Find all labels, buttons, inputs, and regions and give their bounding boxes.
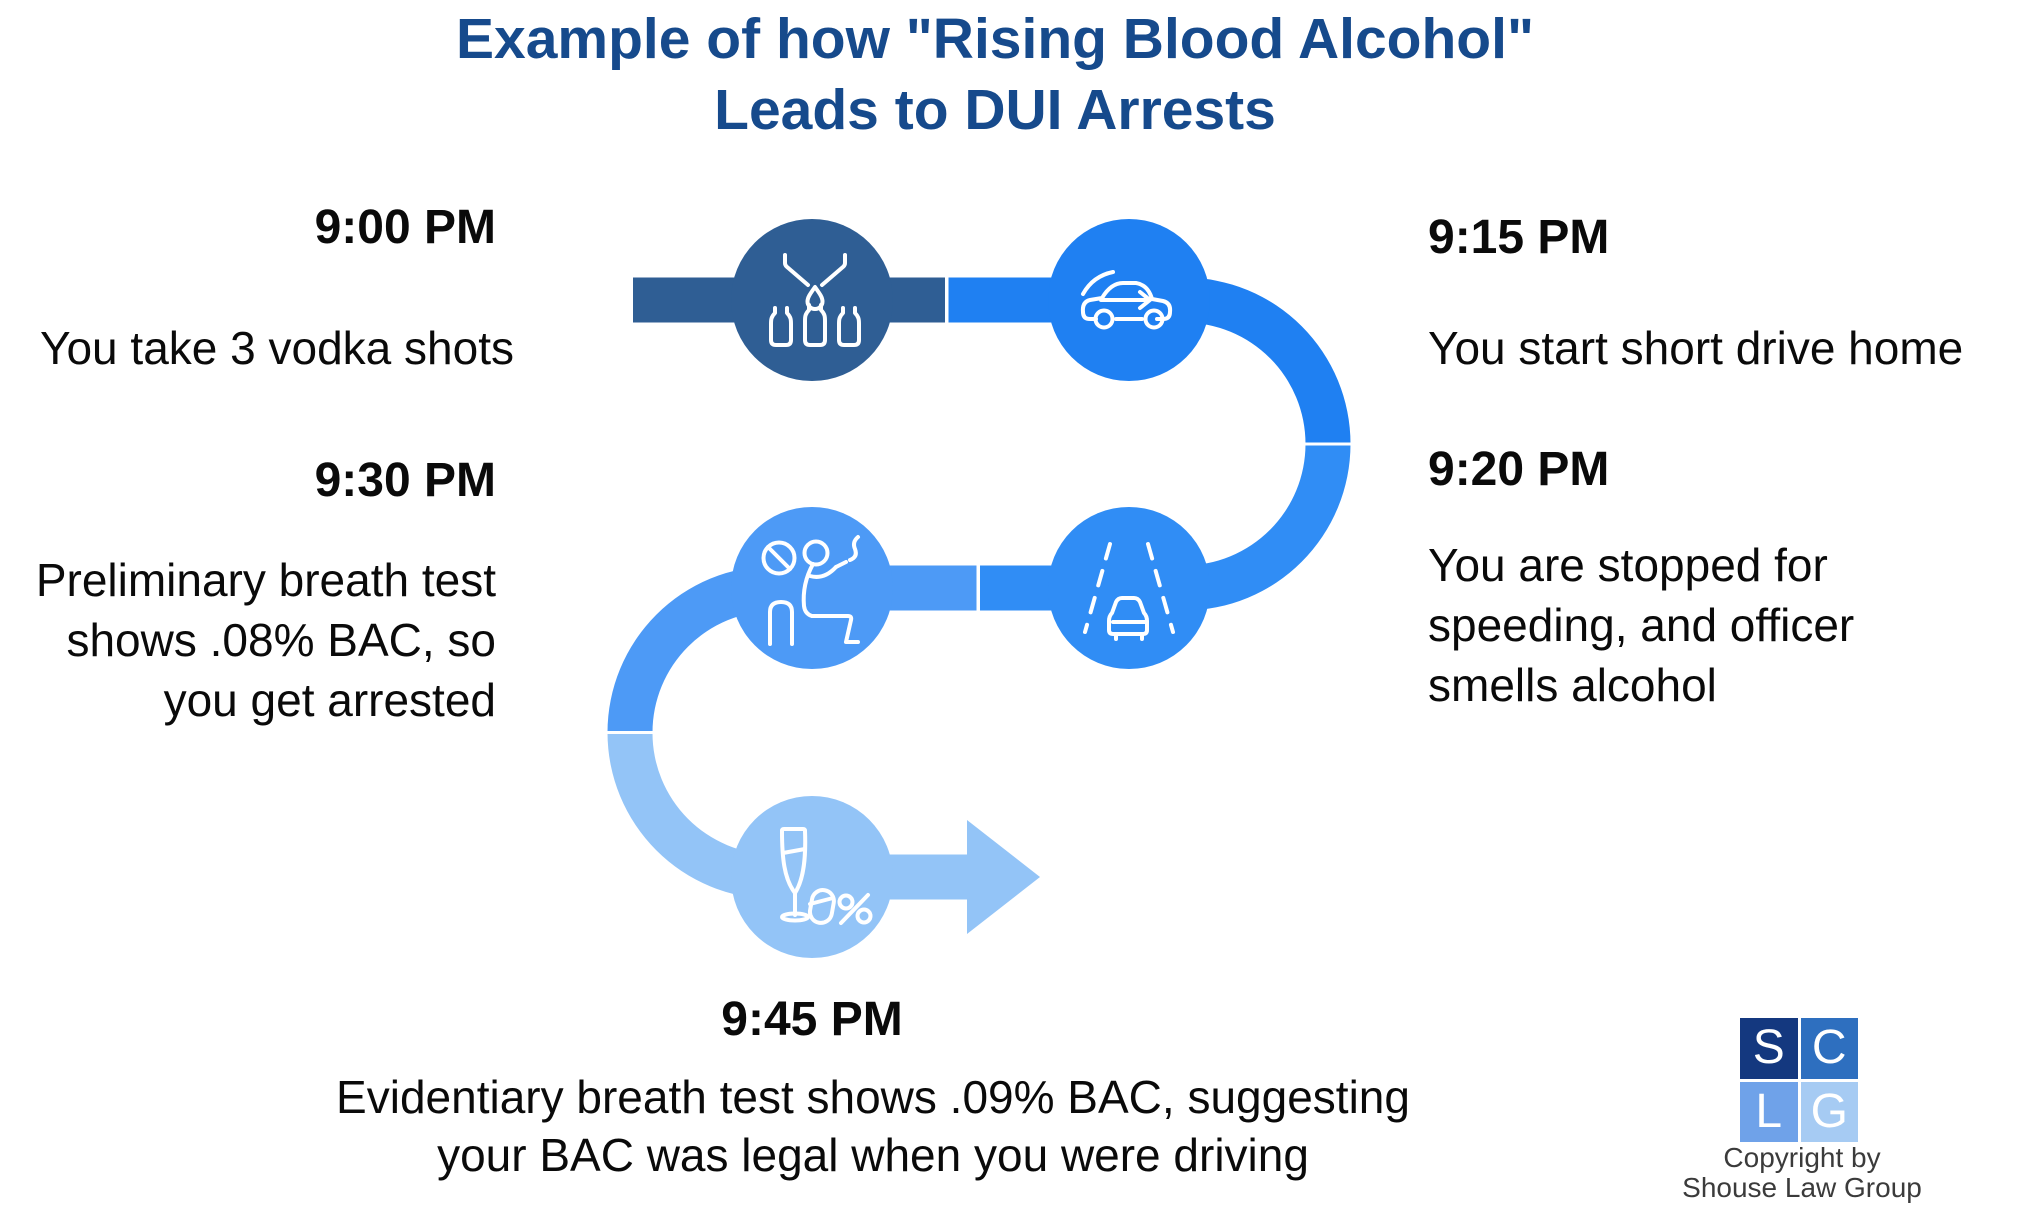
step-description-1: You take 3 vodka shots [40, 322, 514, 374]
copyright-line-1: Copyright by [1723, 1142, 1881, 1173]
step-description-4: Preliminary breath test shows .08% BAC, … [35, 554, 496, 726]
vodka-shots-icon [769, 253, 861, 347]
copyright-notice: Copyright by Shouse Law Group [1677, 1143, 1927, 1203]
step-description-2: You start short drive home [1428, 322, 1964, 374]
segment-divider [945, 276, 949, 324]
page-title-line-1: Example of how "Rising Blood Alcohol" [456, 7, 1534, 71]
step-description-3: You are stopped for speeding, and office… [1428, 539, 1855, 711]
copyright-line-2: Shouse Law Group [1682, 1172, 1922, 1203]
flow-segment-3 [980, 444, 1351, 669]
step-circle-5 [731, 796, 893, 958]
shouse-law-group-logo: S C L G [1740, 1018, 1858, 1142]
step-circle-1 [731, 219, 893, 381]
segment-divider [1305, 442, 1351, 446]
step-time-5: 9:45 PM [721, 993, 903, 1046]
step-circle-3 [1048, 507, 1210, 669]
page-title: Example of how "Rising Blood Alcohol" Le… [0, 4, 1990, 146]
segment-divider [976, 564, 980, 612]
page-title-line-2: Leads to DUI Arrests [714, 78, 1276, 142]
logo-quadrant-l: L [1740, 1081, 1798, 1142]
flow-segment-2 [948, 219, 1351, 444]
bac-result-icon [780, 827, 873, 925]
flow-segment-1 [633, 219, 945, 381]
car-drive-icon [1080, 270, 1173, 330]
flow-segment-5 [607, 732, 1040, 958]
flow-arrow-head [967, 820, 1040, 934]
logo-quadrant-g: G [1800, 1081, 1858, 1142]
step-time-4: 9:30 PM [314, 454, 496, 507]
step-time-1: 9:00 PM [314, 201, 496, 254]
logo-quadrant-c: C [1800, 1018, 1858, 1079]
breath-test-icon [761, 535, 860, 646]
step-time-3: 9:20 PM [1428, 443, 1610, 496]
step-description-5: Evidentiary breath test shows .09% BAC, … [336, 1071, 1410, 1181]
step-circle-4 [731, 507, 893, 669]
road-speeding-icon [1083, 542, 1175, 641]
segment-dividers [607, 276, 1351, 734]
logo-quadrant-s: S [1740, 1018, 1798, 1079]
segment-divider [607, 731, 653, 734]
step-time-2: 9:15 PM [1428, 211, 1610, 264]
